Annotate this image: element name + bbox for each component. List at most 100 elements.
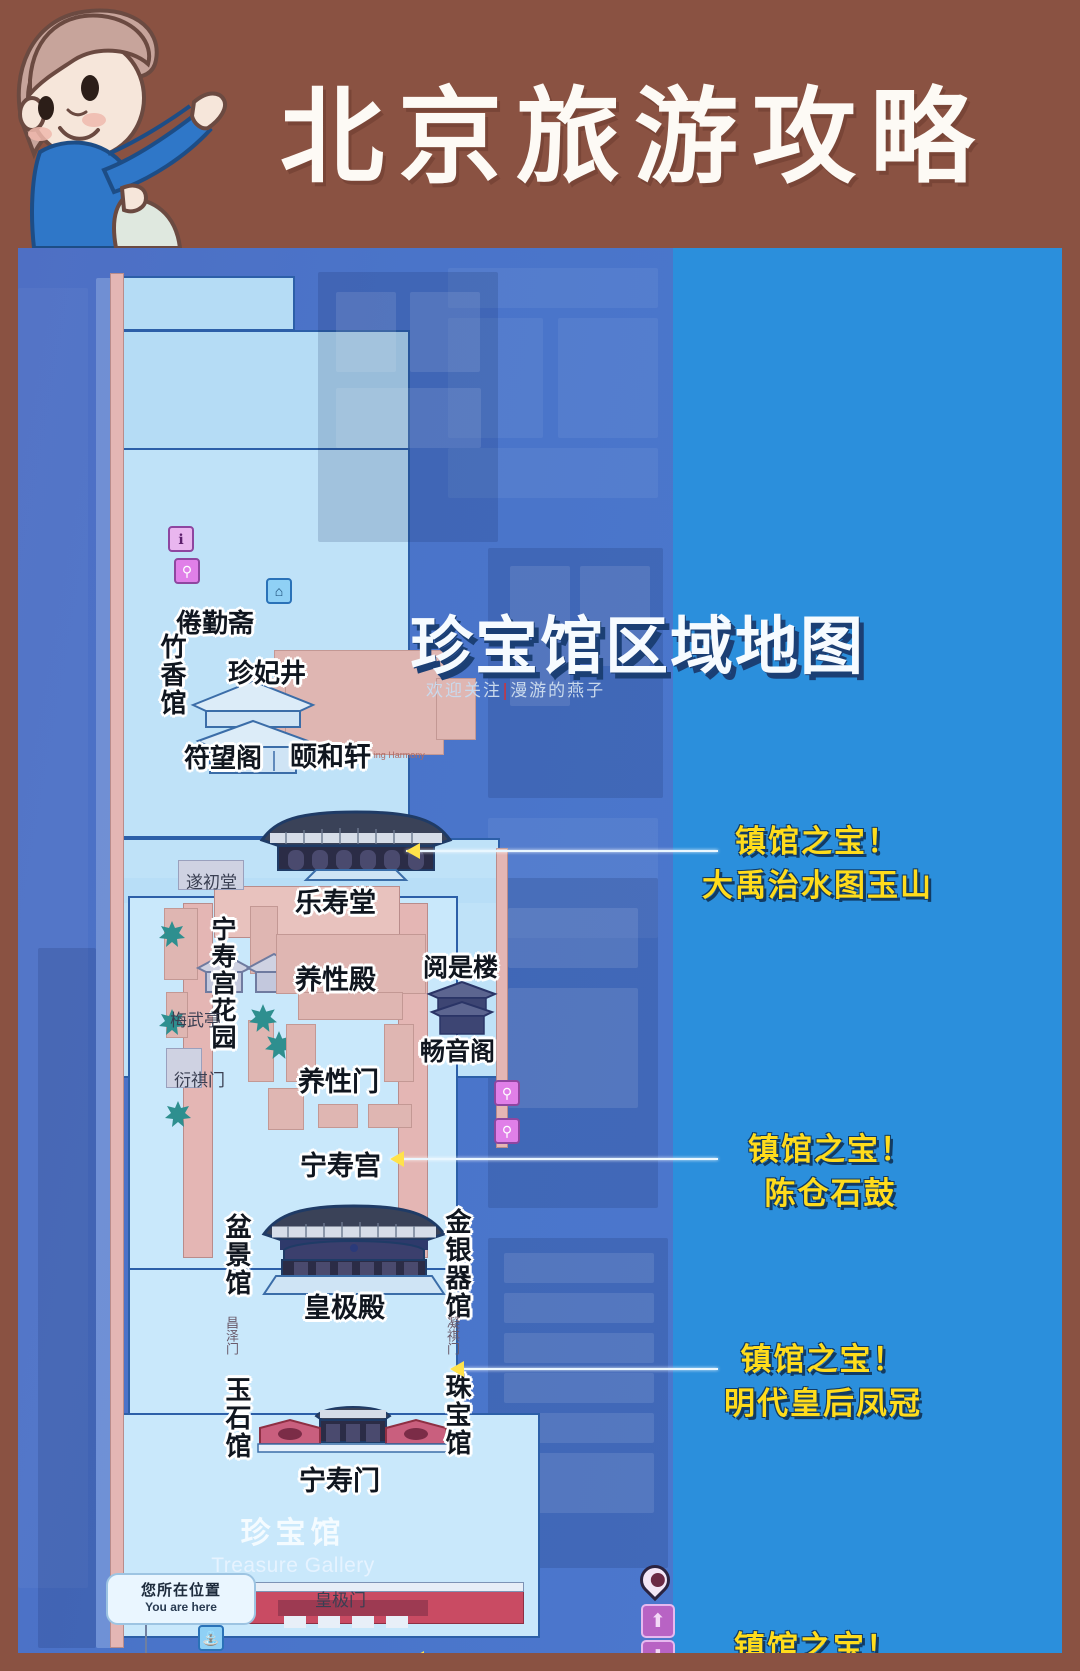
building-yihexuan-en: Pavilion for Gathering Harmony <box>299 750 425 760</box>
wall-huangjimen-gates <box>278 1600 428 1616</box>
building-ningshoumen-icon <box>257 1406 451 1453</box>
map-decor-block <box>448 448 658 498</box>
building-fuwangge-icon <box>190 679 316 774</box>
building-block <box>318 1104 358 1128</box>
map-label-yihexuan[interactable]: 颐和轩 <box>290 742 371 773</box>
restroom-icon-e1[interactable]: ⚲ <box>494 1080 520 1106</box>
map-label-penjingguan[interactable]: 盆景馆 <box>221 1213 251 1297</box>
treasure-3-line1: 镇馆之宝！ <box>740 1342 906 1378</box>
map-decor-block <box>510 566 570 706</box>
map-decor-block <box>504 1333 654 1363</box>
gallery-name-cn: 珍宝馆 <box>240 1517 346 1550</box>
map-decor-block <box>336 388 481 448</box>
map-label-zhuxiangguan[interactable]: 竹香馆 <box>156 633 186 717</box>
gallery-name: 珍宝馆 Treasure Gallery <box>128 1508 458 1578</box>
you-are-here-cn: 您所在位置 <box>140 1582 221 1599</box>
map-label-zhenfeijing[interactable]: 珍妃井 <box>228 659 307 689</box>
treasure-3-leader-line <box>450 1368 718 1370</box>
treasure-2-line2: 陈仓石鼓 <box>764 1176 897 1213</box>
restroom-icon-nw[interactable]: ⚲ <box>174 558 200 584</box>
treasure-1-line1: 镇馆之宝！ <box>735 824 900 860</box>
tree-icon <box>159 1009 185 1035</box>
page-title: 北京旅游攻略 <box>280 75 989 198</box>
building-changyinge-icon <box>426 980 498 1035</box>
treasure-2-leader-line <box>390 1158 718 1160</box>
tree-icon <box>249 1004 277 1032</box>
map-label-zhubaoguan[interactable]: 珠宝馆 <box>441 1373 471 1457</box>
map-label-yangxingmen[interactable]: 养性门 <box>298 1067 379 1098</box>
building-leshoutang-icon <box>259 810 453 881</box>
treasure-1-line2: 大禹治水图玉山 <box>702 868 933 905</box>
map-decor-block <box>18 288 88 1588</box>
garden-block <box>164 908 198 980</box>
map-label-songwuting[interactable]: 梅武亭 <box>170 1011 221 1031</box>
map-decor-block <box>508 908 638 968</box>
map-decor-block <box>410 292 480 372</box>
map-label-huangjidian[interactable]: 皇极殿 <box>304 1293 385 1324</box>
gate-opening <box>318 1616 340 1628</box>
map-decor-block <box>504 1293 654 1323</box>
map-label-changzemen[interactable]: 昌泽门 <box>223 1316 238 1355</box>
map-decor-block <box>488 548 663 798</box>
treasure-4-line1: 镇馆之宝！ <box>734 1630 899 1653</box>
exit-icon[interactable]: ⬇ <box>641 1640 675 1653</box>
hall-ningshougong <box>214 886 400 938</box>
treasure-1-leader-line <box>406 850 718 852</box>
map-subtitle: 欢迎关注|漫游的燕子 <box>426 676 605 701</box>
gallery-name-en: Treasure Gallery <box>211 1554 375 1577</box>
map-decor-block <box>448 318 543 438</box>
map-decor-block <box>336 292 396 372</box>
you-are-here-en: You are here <box>145 1600 217 1614</box>
building-block <box>384 1024 414 1082</box>
building-block <box>268 1088 304 1130</box>
treasure-3-line2: 明代皇后凤冠 <box>724 1386 922 1423</box>
map-subtitle-bar: | <box>502 681 511 701</box>
map-label-ningshougong-huayuan[interactable]: 宁寿宫花园 <box>208 916 237 1051</box>
map-label-yueshilou[interactable]: 阅是楼 <box>423 953 499 982</box>
map-label-huangjimen[interactable]: 皇极门 <box>315 1591 366 1611</box>
entrance-icon[interactable]: ⬆ <box>641 1604 675 1638</box>
map-label-changyinge[interactable]: 畅音阁 <box>420 1037 496 1066</box>
map-label-ningshoumen[interactable]: 宁寿门 <box>299 1466 380 1497</box>
gate-opening <box>386 1616 408 1628</box>
map-decor-block <box>448 268 658 308</box>
map-label-yanqimen[interactable]: 衍祺门 <box>174 1071 225 1091</box>
tree-icon <box>165 1101 191 1127</box>
map-label-yushiguan[interactable]: 玉石馆 <box>221 1376 251 1460</box>
you-are-here-bubble[interactable]: 您所在位置 You are here <box>106 1573 256 1625</box>
service-icon[interactable]: ⛲ <box>198 1625 224 1651</box>
courtyard-north-top <box>110 276 295 331</box>
map-label-ningqimen[interactable]: 凝祺门 <box>444 1316 459 1355</box>
page-header: 北京旅游攻略 <box>0 0 1080 248</box>
map-decor-block <box>508 988 638 1108</box>
map-background-right <box>673 248 1062 1653</box>
gate-opening <box>284 1616 306 1628</box>
map-subtitle-prefix: 欢迎关注 <box>426 681 502 701</box>
building-yangxingdian-rear <box>298 992 403 1020</box>
map-label-fuwangge[interactable]: 符望阁 <box>184 744 263 774</box>
map-decor-block <box>38 948 96 1648</box>
shelter-icon[interactable]: ⌂ <box>266 578 292 604</box>
map-label-yangxingdian[interactable]: 养性殿 <box>295 965 376 996</box>
treasure-4-text: 镇馆之宝！九龙壁 <box>734 1626 899 1653</box>
map-canvas[interactable]: Pavilion for Gathering Harmony <box>18 248 1062 1653</box>
map-decor-block <box>318 272 498 542</box>
treasure-2-arrow-icon <box>390 1151 404 1167</box>
building-block <box>368 1104 412 1128</box>
map-decor-block <box>504 1253 654 1283</box>
map-label-ningshougong[interactable]: 宁寿宫 <box>300 1151 381 1182</box>
map-decor-block <box>558 318 658 438</box>
treasure-3-arrow-icon <box>450 1361 464 1377</box>
cartoon-boy-mascot <box>16 8 227 248</box>
building-block <box>286 1024 316 1082</box>
map-subtitle-suffix: 漫游的燕子 <box>510 681 606 701</box>
info-board-icon[interactable]: ℹ <box>168 526 194 552</box>
restroom-icon-e2[interactable]: ⚲ <box>494 1118 520 1144</box>
map-title: 珍宝馆区域地图 <box>410 610 865 683</box>
map-label-suichutang[interactable]: 遂初堂 <box>186 873 237 893</box>
map-label-jinyinqiguan[interactable]: 金银器馆 <box>441 1208 471 1320</box>
map-label-leshoutang[interactable]: 乐寿堂 <box>295 888 376 919</box>
gate-opening <box>352 1616 374 1628</box>
wall-east-upper <box>496 848 508 1148</box>
map-label-juanqinzhai[interactable]: 倦勤斋 <box>176 609 255 639</box>
